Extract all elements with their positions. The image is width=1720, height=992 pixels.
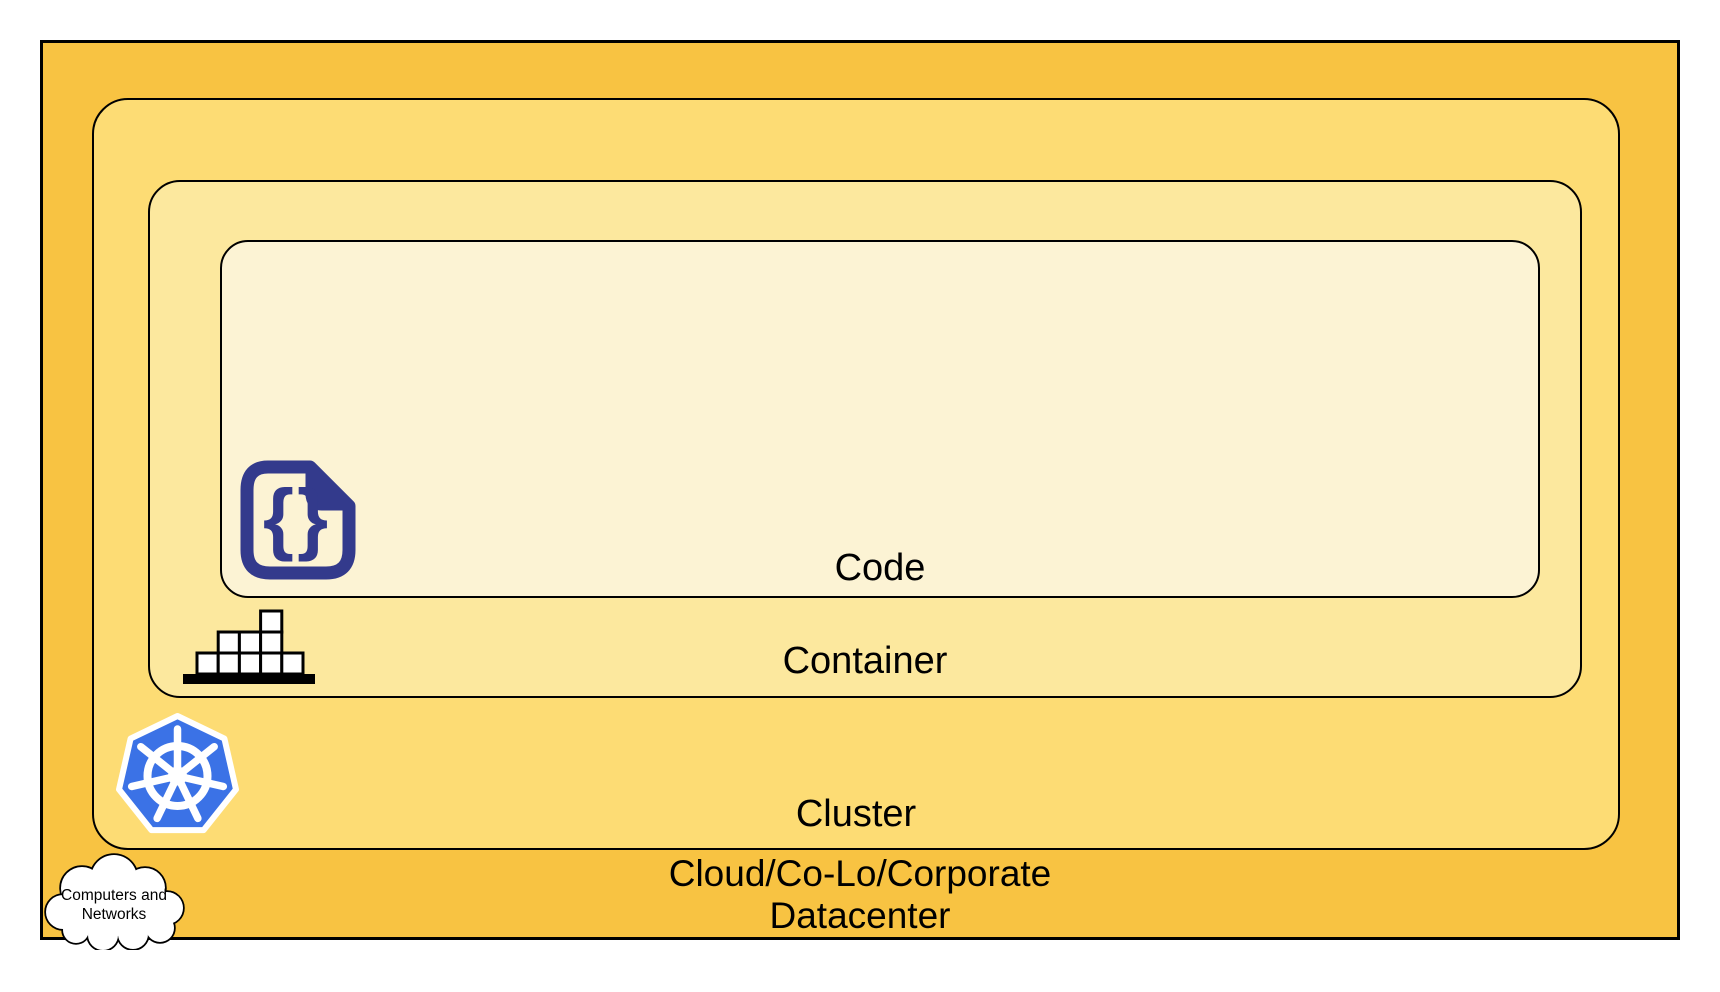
- cluster-label: Cluster: [795, 793, 917, 835]
- code-braces-glyph: {}: [263, 473, 331, 562]
- code-layer: Code: [220, 240, 1540, 598]
- code-file-icon: {}: [240, 460, 356, 580]
- datacenter-label-line2: Datacenter: [769, 895, 951, 936]
- cloud-bubble-label-line2: Networks: [81, 906, 147, 923]
- cloud-bubble-label: Computers and Networks: [38, 850, 190, 950]
- datacenter-label: Cloud/Co-Lo/Corporate Datacenter: [43, 853, 1677, 937]
- container-label: Container: [782, 640, 948, 682]
- container-stack-icon: [183, 609, 315, 684]
- code-label: Code: [834, 547, 926, 589]
- datacenter-label-line1: Cloud/Co-Lo/Corporate: [668, 853, 1052, 894]
- kubernetes-icon: [116, 713, 239, 834]
- cloud-computers-icon: [44, 853, 185, 950]
- cloud-bubble-label-line1: Computers and: [61, 887, 167, 904]
